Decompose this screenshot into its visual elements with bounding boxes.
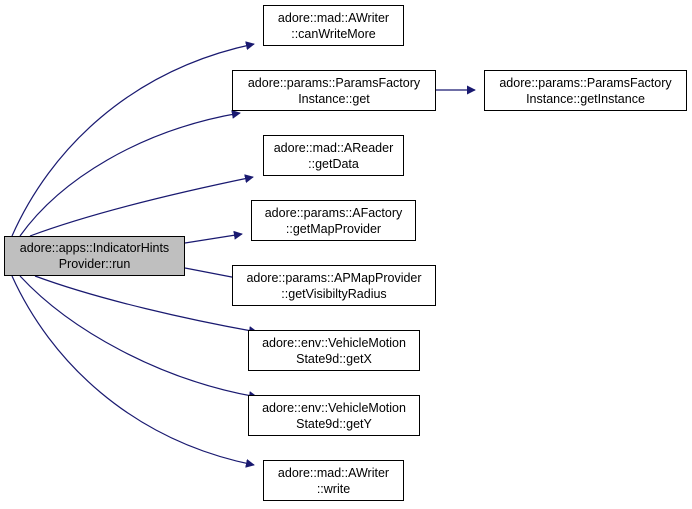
node-apmapprovider-getvisibiltyradius[interactable]: adore::params::APMapProvider ::getVisibi… — [232, 265, 436, 306]
node-paramsfactory-get[interactable]: adore::params::ParamsFactory Instance::g… — [232, 70, 436, 111]
node-label-line-2: ::getData — [308, 156, 359, 171]
node-label-line-2: ::canWriteMore — [291, 26, 376, 41]
edge-run-to-getX — [34, 275, 258, 336]
node-label-line-1: adore::mad::AWriter — [277, 465, 390, 480]
root-node-run: adore::apps::IndicatorHints Provider::ru… — [4, 236, 185, 276]
node-areader-getdata[interactable]: adore::mad::AReader ::getData — [263, 135, 404, 176]
node-label-line-1: adore::env::VehicleMotion — [262, 400, 406, 415]
node-label-line-2: ::write — [316, 481, 351, 496]
node-label-line-2: ::getVisibiltyRadius — [281, 286, 387, 301]
node-label-line-2: Instance::getInstance — [526, 91, 645, 106]
edge-run-to-getMapProvider — [184, 230, 243, 244]
node-label-line-2: Provider::run — [58, 257, 131, 271]
node-label-line-1: adore::mad::AWriter — [277, 10, 390, 25]
node-label-line-1: adore::params::ParamsFactory — [247, 75, 421, 90]
node-afactory-getmapprovider[interactable]: adore::params::AFactory ::getMapProvider — [251, 200, 416, 241]
edge-run-to-write — [11, 275, 255, 468]
node-label-line-1: adore::mad::AReader — [273, 140, 394, 155]
node-label-line-1: adore::apps::IndicatorHints — [19, 241, 170, 255]
node-label-line-1: adore::env::VehicleMotion — [262, 335, 406, 350]
node-vehiclemotionstate9d-getx[interactable]: adore::env::VehicleMotion State9d::getX — [248, 330, 420, 371]
node-label-line-2: ::getMapProvider — [285, 221, 382, 236]
node-label-line-1: adore::params::APMapProvider — [246, 270, 422, 285]
node-vehiclemotionstate9d-gety[interactable]: adore::env::VehicleMotion State9d::getY — [248, 395, 420, 436]
node-label-line-2: State9d::getX — [296, 351, 372, 366]
edge-run-to-canWriteMore — [11, 41, 255, 237]
node-label-line-1: adore::params::ParamsFactory — [499, 75, 672, 90]
node-awriter-canwritemore[interactable]: adore::mad::AWriter ::canWriteMore — [263, 5, 404, 46]
edge-run-to-pf_get — [19, 109, 241, 237]
edge-run-to-getData — [29, 174, 254, 237]
node-label-line-2: Instance::get — [298, 91, 370, 106]
node-label-line-1: adore::params::AFactory — [264, 205, 403, 220]
edge-run-to-getY — [19, 275, 258, 401]
node-label-line-2: State9d::getY — [296, 416, 372, 431]
node-paramsfactory-getinstance[interactable]: adore::params::ParamsFactory Instance::g… — [484, 70, 687, 111]
node-awriter-write[interactable]: adore::mad::AWriter ::write — [263, 460, 404, 501]
